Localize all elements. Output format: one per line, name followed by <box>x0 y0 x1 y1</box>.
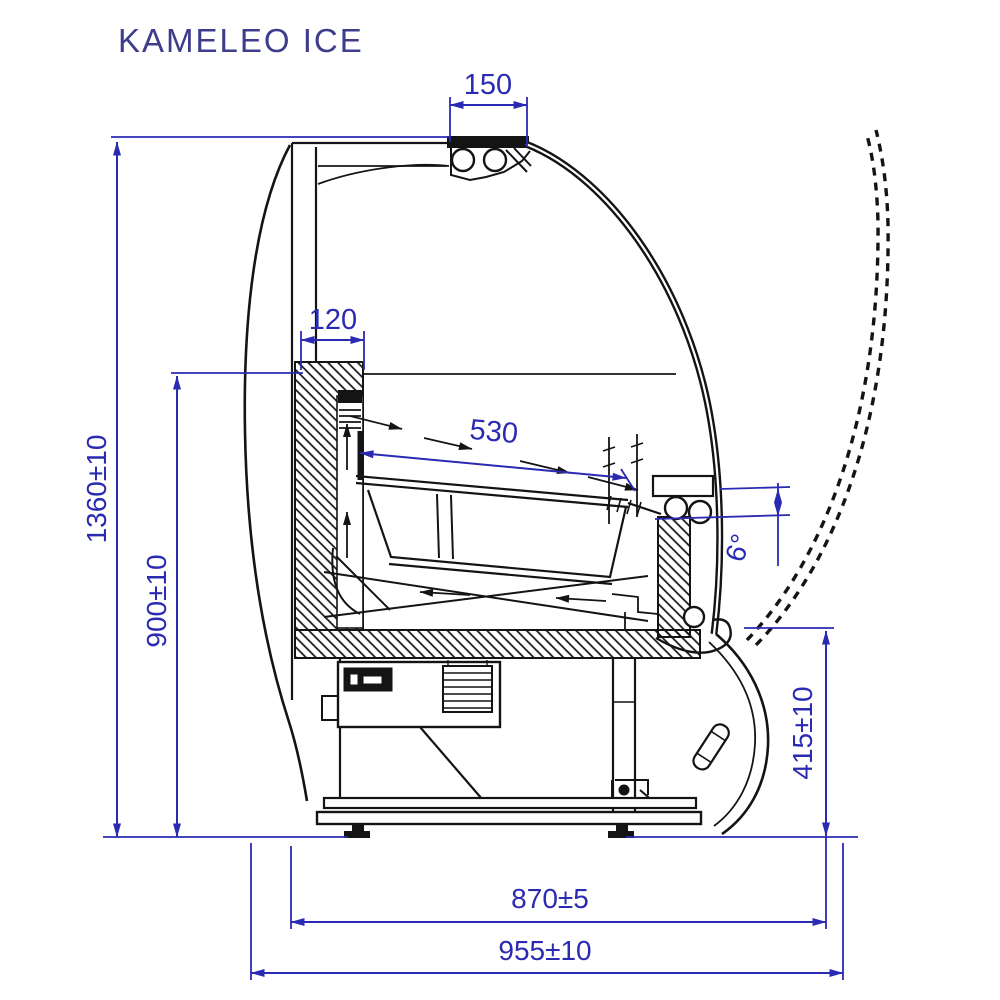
front-shell-inner <box>708 641 756 827</box>
foot-right-stem <box>616 824 628 831</box>
canopy <box>447 136 532 182</box>
glass-roller-housing <box>651 474 715 498</box>
dim-tilt-angle-label: 6° <box>719 530 757 565</box>
front-nose <box>655 618 732 654</box>
rear-panel <box>243 141 450 802</box>
dim-canopy-width-label: 150 <box>464 69 512 101</box>
dim-base-width-label: 870±5 <box>511 883 589 914</box>
dimension-annotations: 150 120 530 6° 1360±10 900±10 415±10 870… <box>81 69 858 980</box>
airflow-arrows <box>343 415 639 603</box>
diagonal-brace <box>419 726 483 800</box>
glass-roller-1 <box>663 495 689 521</box>
machine-compartment <box>315 658 703 826</box>
latch-pin <box>618 784 630 796</box>
dim-overall-height-label: 1360±10 <box>81 435 112 544</box>
dim-front-height-label: 415±10 <box>787 686 818 779</box>
bottom-insulated-floor <box>294 629 701 659</box>
dim-rear-wall-label: 120 <box>309 304 357 336</box>
cabinet-drawing <box>243 129 890 838</box>
base-rail-upper <box>322 796 698 810</box>
roller-bracket <box>450 148 531 182</box>
front-lower-shell <box>692 633 770 836</box>
canopy-roller-right <box>482 147 508 173</box>
plenum-brace-2 <box>323 575 649 618</box>
rear-air-duct <box>336 395 364 629</box>
dimension-lines <box>113 101 844 977</box>
feet <box>344 824 634 838</box>
bumper <box>692 723 730 771</box>
evaporator-block <box>338 390 362 403</box>
front-shell-outer <box>715 633 770 836</box>
foot-left-stem <box>352 824 364 831</box>
canopy-top-bar <box>447 136 529 148</box>
angle-dimension <box>654 483 791 566</box>
canopy-roller-left <box>450 147 476 173</box>
pan-outline <box>366 489 628 579</box>
base-rail-lower <box>315 810 703 826</box>
canopy-underside <box>317 163 450 185</box>
front-glass-closed <box>524 140 724 635</box>
glass-roller-2 <box>687 499 713 525</box>
dim-overall-depth-label: 955±10 <box>498 935 591 966</box>
condenser-fins <box>443 672 492 709</box>
rear-outer-curve <box>243 144 309 802</box>
dim-display-depth-line <box>359 450 627 481</box>
dim-counter-height-label: 900±10 <box>141 554 172 647</box>
foot-left-base <box>344 831 370 838</box>
glass-roller-bottom <box>682 605 706 629</box>
dim-display-depth-label: 530 <box>468 414 519 450</box>
page-title: KAMELEO ICE <box>118 22 364 59</box>
foot-right-base <box>608 831 634 838</box>
front-glass-open-dashed <box>745 129 890 647</box>
